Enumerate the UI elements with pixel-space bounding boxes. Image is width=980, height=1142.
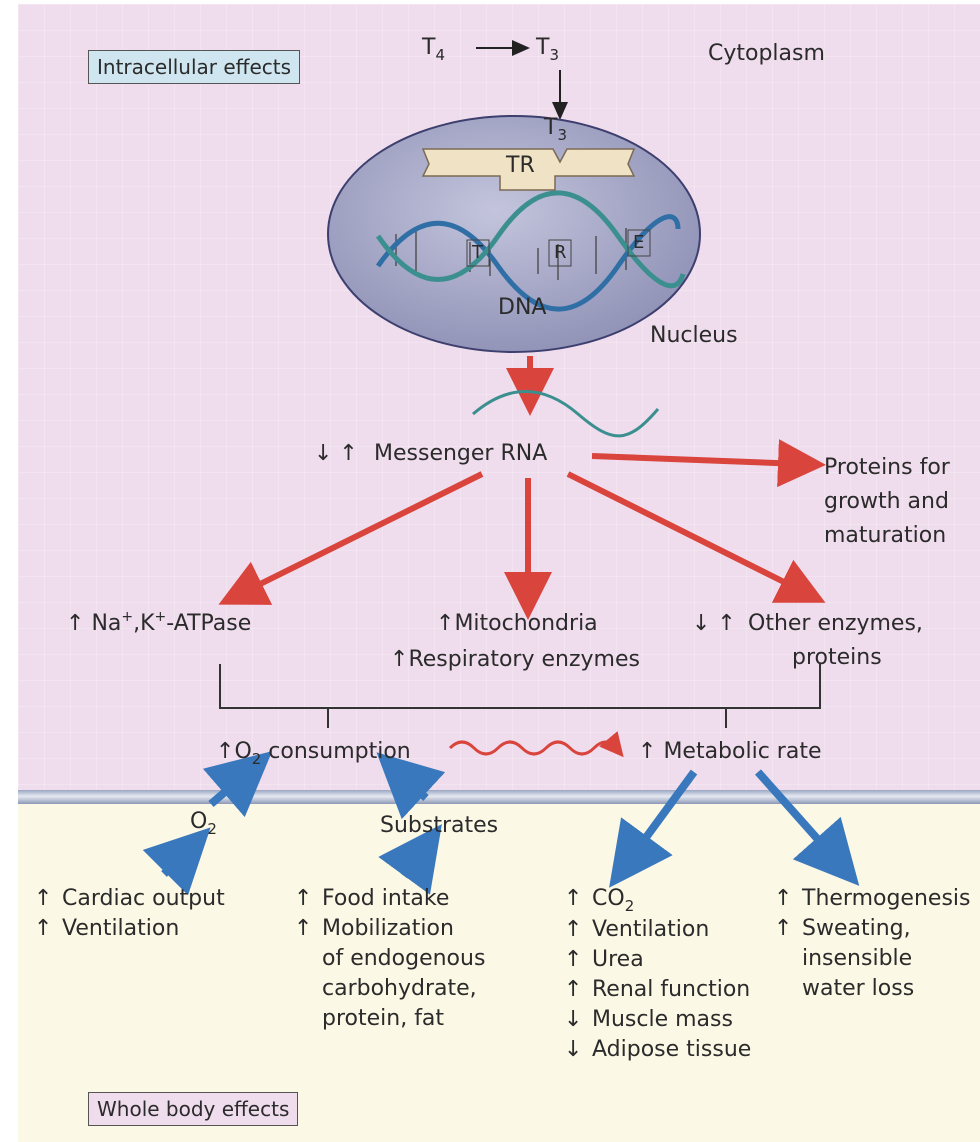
t3-cytoplasm-label: T3 — [536, 34, 559, 62]
mrna-strand — [473, 392, 658, 436]
diagram-canvas: Intracellular effects Whole body effects… — [18, 4, 980, 1142]
other-enzymes-arrows: ↓ ↑ — [692, 610, 736, 638]
mrna-regulation-arrows: ↓ ↑ — [314, 440, 358, 468]
list-item: ↑Renal function — [564, 975, 751, 1005]
metabolic-to-co2-arrow — [628, 772, 694, 862]
list-item: ↑Ventilation — [564, 915, 751, 945]
effects-bracket — [220, 664, 820, 728]
list-item: insensible — [774, 944, 970, 974]
messenger-rna-label: Messenger RNA — [374, 440, 547, 468]
list-item: ↑Thermogenesis — [774, 884, 970, 914]
proteins-growth-line1: Proteins for — [824, 454, 950, 482]
other-enzymes-label: Other enzymes, — [748, 610, 923, 638]
list-item: ↑Sweating, — [774, 914, 970, 944]
list-item: ↓Muscle mass — [564, 1005, 751, 1035]
o2-to-consumption-arrow — [211, 772, 248, 804]
list-item: ↑Cardiac output — [34, 884, 225, 914]
tr-label: TR — [506, 152, 535, 180]
t4-label: T4 — [422, 34, 445, 62]
substrates-label: Substrates — [380, 812, 498, 840]
intracellular-effects-label: Intracellular effects — [88, 50, 300, 84]
thermo-list: ↑Thermogenesis ↑Sweating, insensible wat… — [774, 884, 970, 1004]
list-item: ↑Food intake — [294, 884, 485, 914]
dna-label: DNA — [498, 294, 546, 322]
cytoplasm-label: Cytoplasm — [708, 40, 825, 68]
list-item: carbohydrate, — [294, 974, 485, 1004]
substrates-to-consumption-arrow — [400, 774, 426, 798]
proteins-growth-line3: maturation — [824, 522, 946, 550]
mrna-to-atpase-arrow — [240, 474, 482, 594]
o2-consumption-label: ↑O2 consumption — [216, 738, 411, 766]
t3-nuclear-label: T3 — [544, 114, 567, 142]
proteins-growth-line2: growth and — [824, 488, 949, 516]
o2-label: O2 — [190, 808, 217, 836]
mrna-to-other-enzymes-arrow — [568, 474, 804, 592]
list-item: ↓Adipose tissue — [564, 1035, 751, 1065]
metabolic-to-thermo-arrow — [758, 772, 838, 862]
whole-body-effects-label: Whole body effects — [88, 1092, 298, 1126]
food-to-substrates-arrow — [404, 850, 423, 876]
list-item: ↑Mobilization — [294, 914, 485, 944]
other-enzymes-proteins-label: proteins — [792, 644, 882, 672]
helix-r-label: R — [554, 242, 567, 265]
mrna-to-proteins-arrow — [592, 456, 802, 464]
respiratory-enzymes-label: ↑Respiratory enzymes — [390, 646, 640, 674]
mitochondria-label: ↑Mitochondria — [436, 610, 598, 638]
nucleus-label: Nucleus — [650, 322, 738, 350]
list-item: water loss — [774, 974, 970, 1004]
helix-t-label: T — [472, 242, 483, 265]
helix-e-label: E — [633, 232, 644, 255]
metabolic-rate-label: ↑ Metabolic rate — [638, 738, 822, 766]
list-item: of endogenous — [294, 944, 485, 974]
cardiac-to-o2-arrow — [164, 850, 188, 874]
co2-list: ↑CO2 ↑Ventilation ↑Urea ↑Renal function … — [564, 884, 751, 1065]
list-item: ↑Urea — [564, 945, 751, 975]
list-item: ↑CO2 — [564, 884, 751, 915]
list-item: protein, fat — [294, 1004, 485, 1034]
food-list: ↑Food intake ↑Mobilization of endogenous… — [294, 884, 485, 1034]
cardiac-list: ↑Cardiac output ↑Ventilation — [34, 884, 225, 944]
wavy-coupling-arrow — [450, 742, 616, 754]
na-k-atpase-label: ↑ Na+,K+-ATPase — [66, 610, 251, 638]
list-item: ↑Ventilation — [34, 914, 225, 944]
